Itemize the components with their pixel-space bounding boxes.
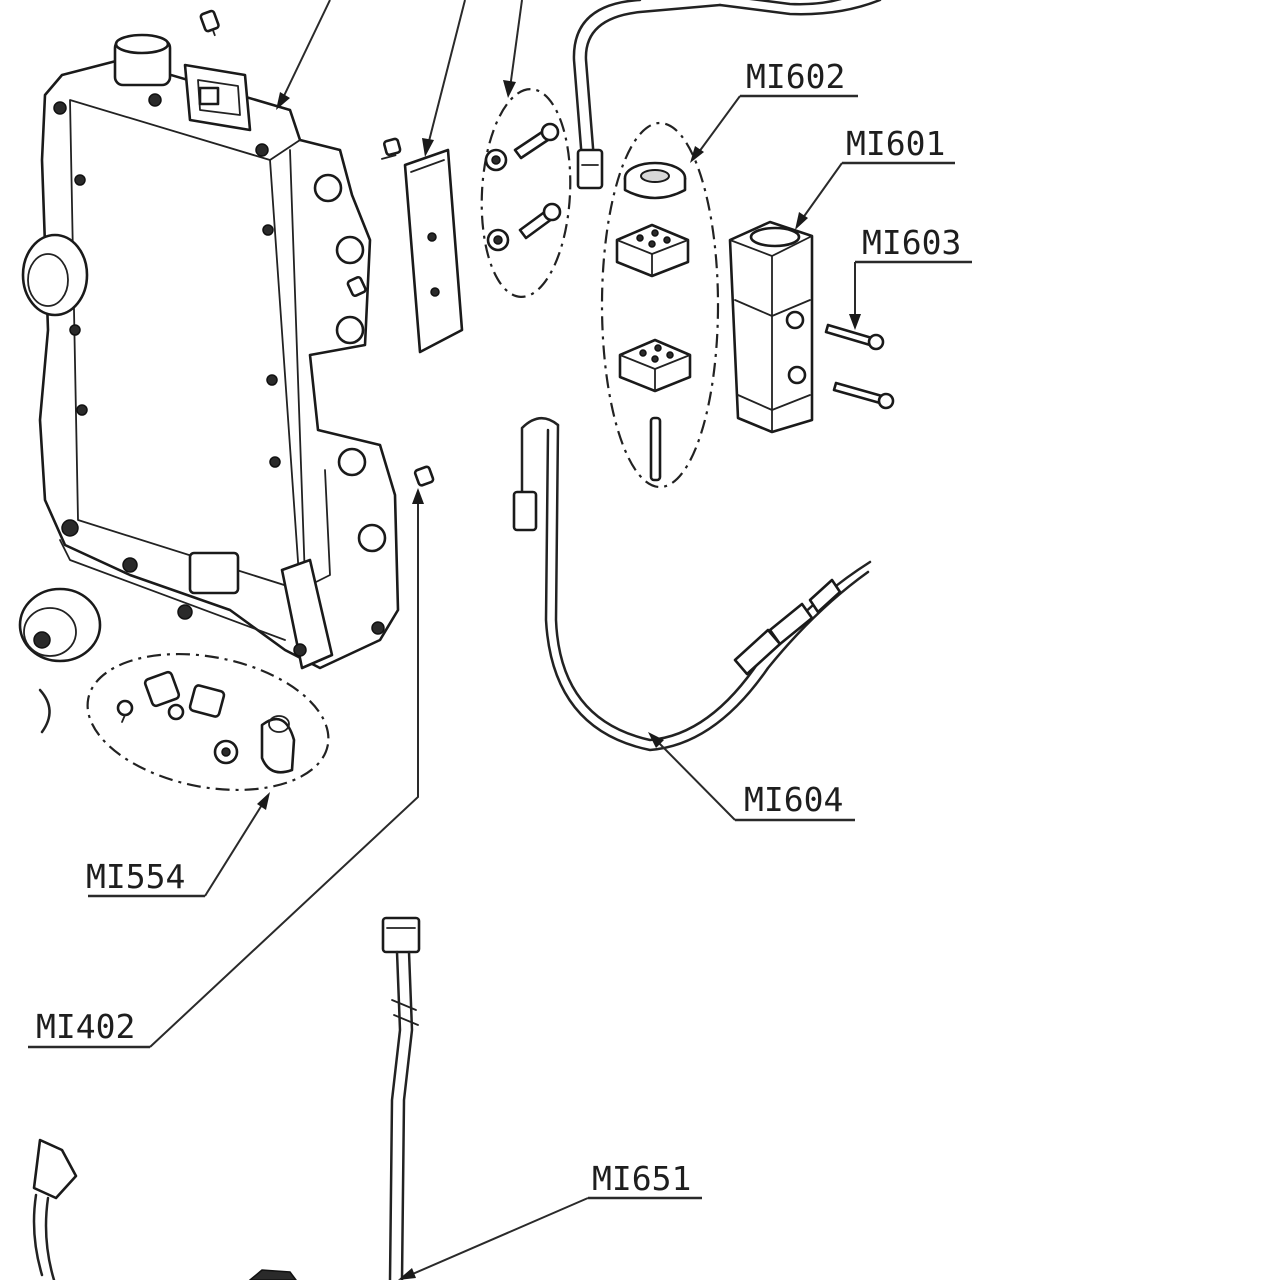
callout-mi604: MI604	[648, 732, 855, 822]
callout-mi601: MI601	[795, 124, 955, 230]
callout-mi602: MI602	[690, 57, 858, 163]
control-board-housing	[18, 9, 400, 734]
mi601-valve-body	[728, 220, 814, 434]
callout-mi603: MI603	[849, 223, 972, 330]
top-harness	[572, 0, 882, 190]
callout-mi651: MI651	[398, 1159, 702, 1280]
top-leader-lines	[276, 0, 523, 157]
gasket-plate	[346, 137, 464, 354]
label-mi603: MI603	[862, 223, 961, 262]
mi651-lower-harness	[32, 916, 421, 1280]
mi603-screws	[824, 323, 895, 410]
screw-group-top	[480, 88, 572, 298]
label-mi602: MI602	[746, 57, 845, 96]
mi402-screw	[413, 465, 435, 487]
label-mi604: MI604	[744, 780, 843, 819]
mi554-clamp-group	[86, 652, 330, 792]
mi602-part-group	[600, 121, 720, 489]
callout-mi554: MI554	[86, 792, 270, 898]
label-mi402: MI402	[36, 1007, 135, 1046]
label-mi651: MI651	[592, 1159, 691, 1198]
label-mi601: MI601	[846, 124, 945, 163]
mi604-sensor-harness	[512, 417, 872, 752]
callout-mi402: MI402	[28, 488, 424, 1049]
label-mi554: MI554	[86, 857, 185, 896]
